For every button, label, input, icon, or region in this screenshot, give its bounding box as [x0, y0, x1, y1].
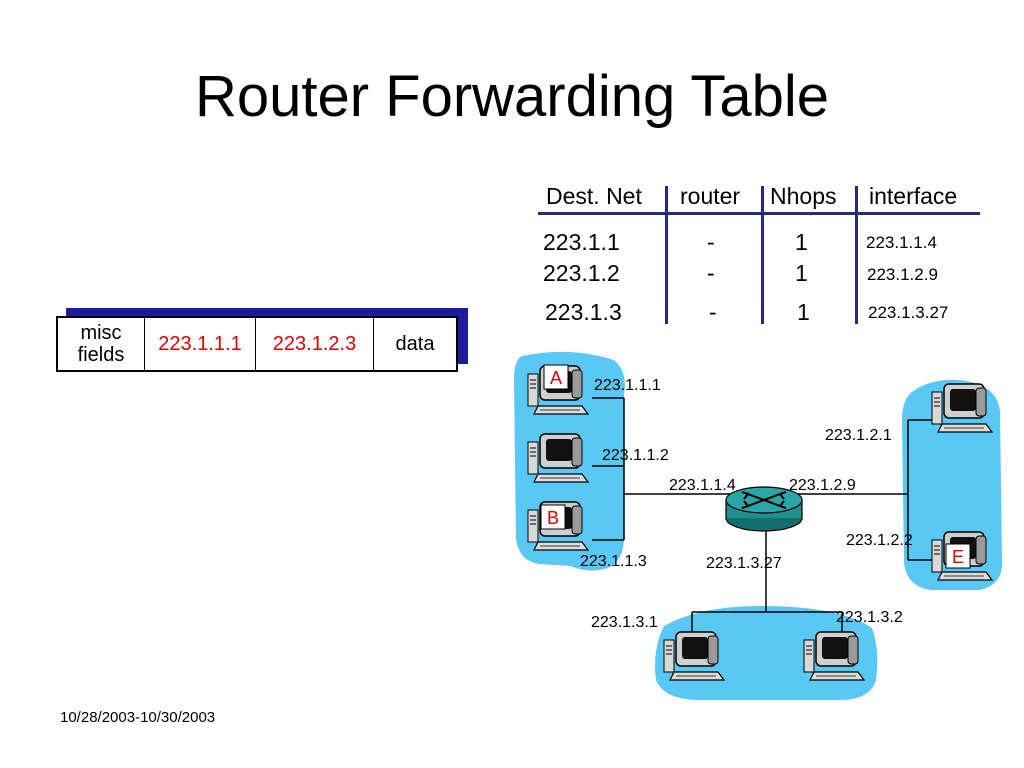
- packet-misc-line2: fields: [77, 344, 125, 366]
- cell-dest: 223.1.3: [545, 299, 622, 325]
- packet-destination-address: 223.1.2.3: [256, 318, 374, 370]
- host-e-label-box: [945, 543, 971, 569]
- network-links: [592, 397, 934, 634]
- cell-router: -: [709, 299, 717, 325]
- ip-label: 223.1.2.9: [789, 477, 856, 494]
- ip-label: 223.1.1.3: [580, 553, 647, 570]
- cell-router: -: [707, 229, 715, 255]
- table-header-divider: [538, 212, 980, 215]
- router-icon: [725, 486, 803, 532]
- ip-label: 223.1.1.4: [669, 477, 736, 494]
- cell-dest: 223.1.1: [543, 229, 620, 255]
- slide-title: Router Forwarding Table: [194, 64, 830, 129]
- table-column-divider: [761, 186, 764, 324]
- cell-nhops: 1: [797, 299, 810, 325]
- cell-nhops: 1: [795, 260, 808, 286]
- cell-router: -: [707, 260, 715, 286]
- header-dest-net: Dest. Net: [546, 183, 642, 209]
- table-column-divider: [855, 186, 858, 324]
- ip-label: 223.1.2.1: [825, 427, 892, 444]
- cell-interface: 223.1.2.9: [867, 265, 938, 284]
- cell-nhops: 1: [795, 229, 808, 255]
- packet-misc-fields: misc fields: [58, 318, 145, 370]
- host-b-label-box: [540, 504, 566, 530]
- header-nhops: Nhops: [770, 183, 837, 209]
- table-column-divider: [665, 186, 668, 324]
- host-e-label: E: [952, 547, 964, 567]
- cell-interface: 223.1.3.27: [868, 303, 949, 322]
- header-router: router: [680, 183, 741, 209]
- ip-label: 223.1.3.27: [706, 555, 782, 572]
- host-b-label: B: [547, 508, 559, 528]
- packet-misc-line1: misc: [80, 322, 122, 344]
- host-a-label-box: [543, 364, 569, 390]
- host-a-label: A: [550, 368, 562, 388]
- cell-dest: 223.1.2: [543, 260, 620, 286]
- ip-label: 223.1.3.1: [591, 614, 658, 631]
- header-interface: interface: [869, 183, 958, 209]
- ip-label: 223.1.2.2: [846, 532, 913, 549]
- ip-label: 223.1.1.2: [602, 447, 669, 464]
- footer-date: 10/28/2003-10/30/2003: [60, 709, 216, 726]
- ip-label: 223.1.3.2: [836, 609, 903, 626]
- ip-datagram: misc fields 223.1.1.1 223.1.2.3 data: [56, 316, 458, 372]
- packet-source-address: 223.1.1.1: [145, 318, 256, 370]
- cell-interface: 223.1.1.4: [866, 233, 937, 252]
- ip-label: 223.1.1.1: [594, 377, 661, 394]
- packet-data: data: [395, 333, 435, 355]
